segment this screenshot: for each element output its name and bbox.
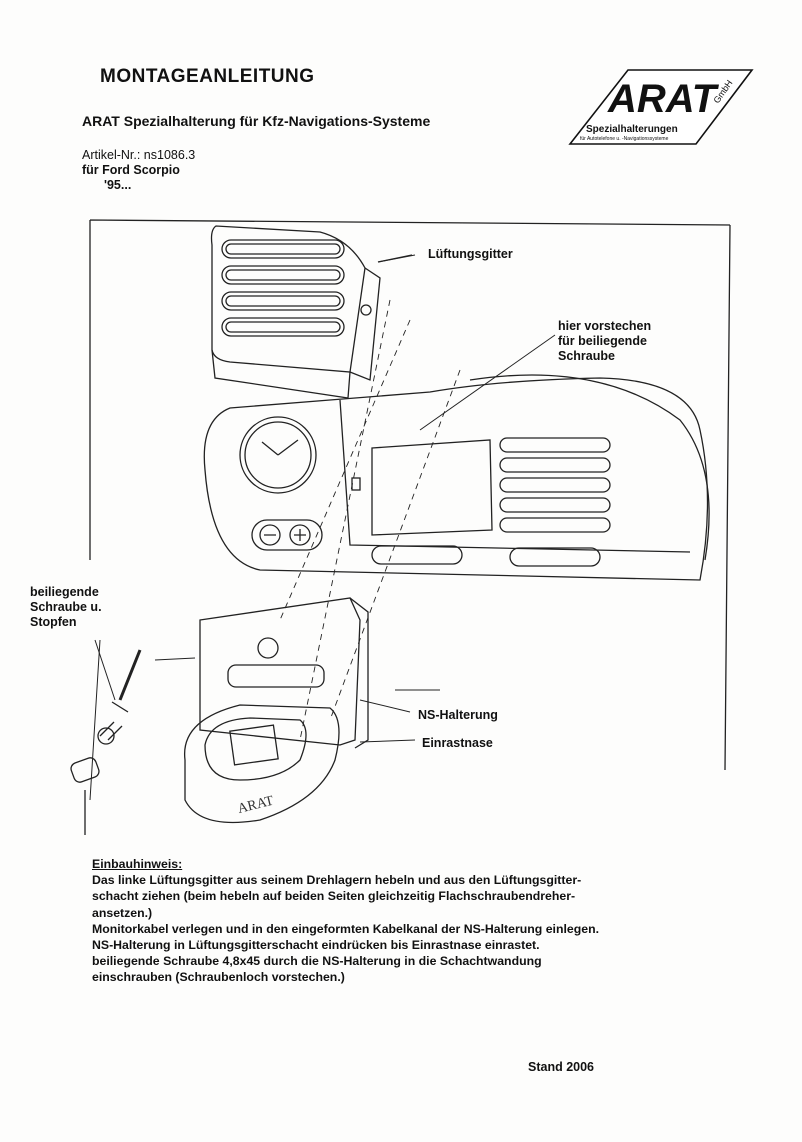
screw-hole-icon: [257, 637, 279, 659]
label-snap-nose: Einrastnase: [422, 736, 493, 750]
article-number: Artikel-Nr.: ns1086.3: [82, 148, 196, 162]
dashboard-console: [203, 377, 709, 581]
logo-brand: ARAT: [607, 77, 720, 121]
vehicle-year: '95...: [104, 178, 132, 192]
label-pierce-line1: hier vorstechen: [558, 319, 652, 333]
notes-line: einschrauben (Schraubenloch vorstechen.): [92, 970, 345, 985]
label-pierce-line2: für beiliegende: [558, 334, 647, 348]
notes-heading: Einbauhinweis:: [92, 857, 183, 871]
notes-line: Das linke Lüftungsgitter aus seinem Dreh…: [92, 873, 582, 888]
footer-stand: Stand 2006: [528, 1060, 595, 1074]
vent-grille: [210, 225, 366, 373]
logo-subline: für Autotelefone u. -Navigationssysteme: [580, 136, 669, 142]
label-screw-line3: Stopfen: [30, 615, 77, 629]
frame-line: [89, 219, 731, 771]
notes-line: schacht ziehen (beim hebeln auf beiden S…: [92, 889, 576, 904]
knob-left: [371, 545, 463, 565]
screw-icon: [118, 649, 142, 701]
logo-tagline: Spezialhalterungen: [586, 124, 678, 135]
label-ns-holder: NS-Halterung: [418, 708, 498, 722]
label-screw-plug: beiliegende Schraube u. Stopfen: [30, 585, 102, 630]
button-pair: [251, 519, 323, 551]
plug-icon: [70, 757, 100, 783]
page-subtitle: ARAT Spezialhalterung für Kfz-Navigation…: [82, 113, 431, 129]
holder-tray: [184, 704, 340, 824]
notes-line: NS-Halterung in Lüftungsgitterschacht ei…: [92, 938, 540, 953]
label-screw-line2: Schraube u.: [30, 600, 102, 614]
installation-notes: Einbauhinweis: Das linke Lüftungsgitter …: [92, 856, 712, 986]
right-vent-slats: [499, 437, 611, 533]
vent-slats: [221, 239, 345, 337]
clock-icon: [239, 416, 317, 494]
leader-lines: [89, 254, 556, 801]
screw-hole-icon: [360, 304, 372, 316]
notes-line: Monitorkabel verlegen und in den eingefo…: [92, 921, 599, 936]
article-info: Artikel-Nr.: ns1086.3 für Ford Scorpio '…: [82, 148, 195, 193]
knob-right: [509, 547, 601, 567]
label-vent: Lüftungsgitter: [428, 247, 513, 261]
arat-logo: ARAT GmbH Spezialhalterungen für Autotel…: [568, 69, 754, 145]
page-title: MONTAGEANLEITUNG: [100, 66, 315, 87]
label-pierce-line3: Schraube: [558, 349, 615, 363]
vehicle: für Ford Scorpio: [82, 163, 180, 177]
label-pierce-here: hier vorstechen für beiliegende Schraube: [558, 319, 651, 364]
notes-line: ansetzen.): [92, 905, 153, 920]
holder-engraving: ARAT: [236, 793, 276, 817]
label-screw-line1: beiliegende: [30, 585, 99, 599]
notes-line: beiliegende Schraube 4,8x45 durch die NS…: [92, 954, 542, 969]
